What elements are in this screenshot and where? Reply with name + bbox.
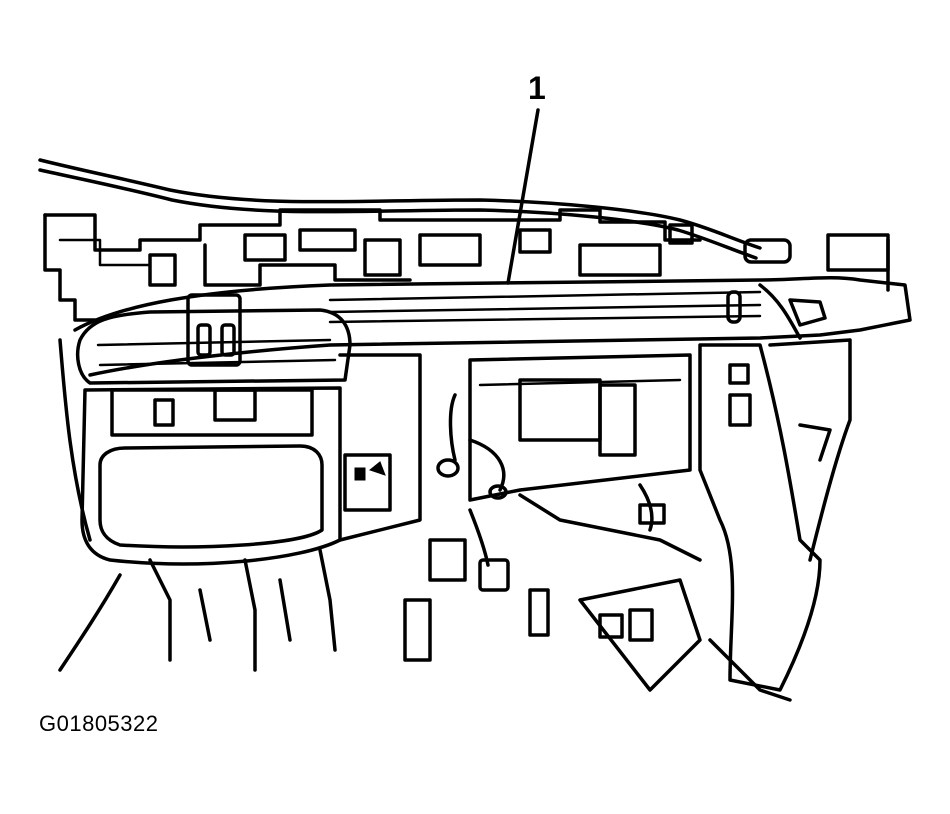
upper-dash-frame [43,208,702,322]
callout-label-1: 1 [528,70,546,106]
left-vent-housing [76,293,352,385]
center-bezel [58,338,342,672]
passenger-module [468,353,702,692]
center-console [148,353,550,672]
right-side-panel [698,338,852,702]
callout-leader [506,108,540,285]
top-cable [38,158,792,264]
figure-id: G01805322 [39,711,159,736]
cross-car-beam [73,233,912,377]
wiring-harness [436,393,666,592]
